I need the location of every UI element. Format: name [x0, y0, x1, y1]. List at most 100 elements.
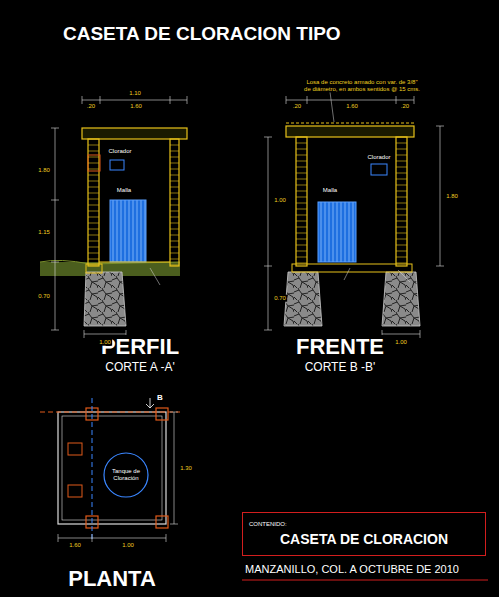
frente-section [264, 92, 444, 338]
brick-course [88, 157, 99, 158]
brick-course [296, 197, 307, 198]
column-hatch [170, 145, 179, 265]
dimension-note: Losa de concreto armado con var. de 3/8"… [302, 79, 422, 92]
view-title: FRENTE [295, 335, 385, 359]
brick-course [170, 187, 179, 188]
brick-course [170, 253, 179, 254]
brick-course [170, 205, 179, 206]
title-block: CONTENIDO: CASETA DE CLORACION [242, 512, 486, 556]
brick-course [396, 167, 407, 168]
brick-course [296, 143, 307, 144]
brick-course [170, 151, 179, 152]
brick-course [396, 221, 407, 222]
brick-course [88, 175, 99, 176]
block-heading: CONTENIDO: [249, 521, 479, 528]
brick-course [296, 185, 307, 186]
brick-course [296, 257, 307, 258]
dimension-note: 1.30 [179, 465, 193, 472]
brick-course [396, 263, 407, 264]
brick-course [296, 221, 307, 222]
dimension-note: Clorador [107, 148, 132, 155]
dimension-note: 1.80 [445, 193, 459, 200]
brick-course [88, 187, 99, 188]
block-title: CASETA DE CLORACION [249, 532, 479, 547]
brick-course [170, 145, 179, 146]
brick-course [88, 259, 99, 260]
brick-course [296, 233, 307, 234]
brick-course [88, 235, 99, 236]
view-title: CORTE B -B' [304, 361, 377, 374]
brick-course [396, 215, 407, 216]
dimension-note: 1.00 [98, 339, 112, 346]
brick-course [296, 179, 307, 180]
dimension-note: 1.15 [37, 229, 51, 236]
brick-course [170, 223, 179, 224]
brick-course [396, 209, 407, 210]
brick-course [296, 203, 307, 204]
brick-course [88, 145, 99, 146]
brick-course [170, 235, 179, 236]
brick-course [88, 253, 99, 254]
brick-course [170, 265, 179, 266]
brick-course [170, 193, 179, 194]
dimension-note: 1.00 [273, 197, 287, 204]
brick-course [88, 181, 99, 182]
dimension-note: 1.10 [128, 90, 142, 97]
brick-course [170, 157, 179, 158]
brick-course [88, 151, 99, 152]
brick-course [296, 245, 307, 246]
perfil-section [40, 96, 187, 338]
brick-course [170, 241, 179, 242]
brick-course [296, 239, 307, 240]
dimension-note: Malla [116, 187, 132, 194]
brick-course [296, 227, 307, 228]
brick-course [396, 227, 407, 228]
brick-course [88, 193, 99, 194]
brick-course [296, 191, 307, 192]
dimension-note: .20 [400, 103, 410, 110]
dimension-note: .20 [86, 103, 96, 110]
brick-course [396, 257, 407, 258]
column-hatch [396, 143, 407, 263]
brick-course [396, 191, 407, 192]
brick-course [170, 247, 179, 248]
brick-course [296, 251, 307, 252]
brick-course [396, 245, 407, 246]
brick-course [170, 217, 179, 218]
brick-course [396, 203, 407, 204]
brick-course [88, 223, 99, 224]
brick-course [170, 211, 179, 212]
view-title: CORTE A -A' [104, 361, 175, 374]
dimension-note: 1.00 [121, 542, 135, 549]
brick-course [296, 149, 307, 150]
brick-course [170, 229, 179, 230]
view-title: MANZANILLO, COL. A OCTUBRE DE 2010 [244, 563, 460, 575]
drawing-title: CASETA DE CLORACION TIPO [62, 24, 342, 45]
brick-course [396, 179, 407, 180]
brick-course [88, 205, 99, 206]
dimension-note: 1.00 [394, 339, 408, 346]
brick-course [170, 169, 179, 170]
dimension-note: 1.60 [68, 542, 82, 549]
brick-course [296, 215, 307, 216]
brick-course [88, 199, 99, 200]
brick-course [396, 149, 407, 150]
brick-course [296, 263, 307, 264]
brick-course [88, 217, 99, 218]
brick-course [170, 163, 179, 164]
dimension-note: 1.60 [345, 103, 359, 110]
brick-course [88, 229, 99, 230]
brick-course [396, 233, 407, 234]
brick-course [396, 173, 407, 174]
view-title: PLANTA [67, 567, 157, 591]
dimension-note: 0.70 [37, 293, 51, 300]
brick-course [296, 155, 307, 156]
tank-label: Tanque de Cloración [109, 468, 143, 481]
dimension-note: Malla [322, 187, 338, 194]
dimension-note: 1.60 [129, 103, 143, 110]
brick-course [88, 241, 99, 242]
brick-course [296, 161, 307, 162]
brick-course [396, 251, 407, 252]
dimension-note: B [156, 394, 164, 403]
